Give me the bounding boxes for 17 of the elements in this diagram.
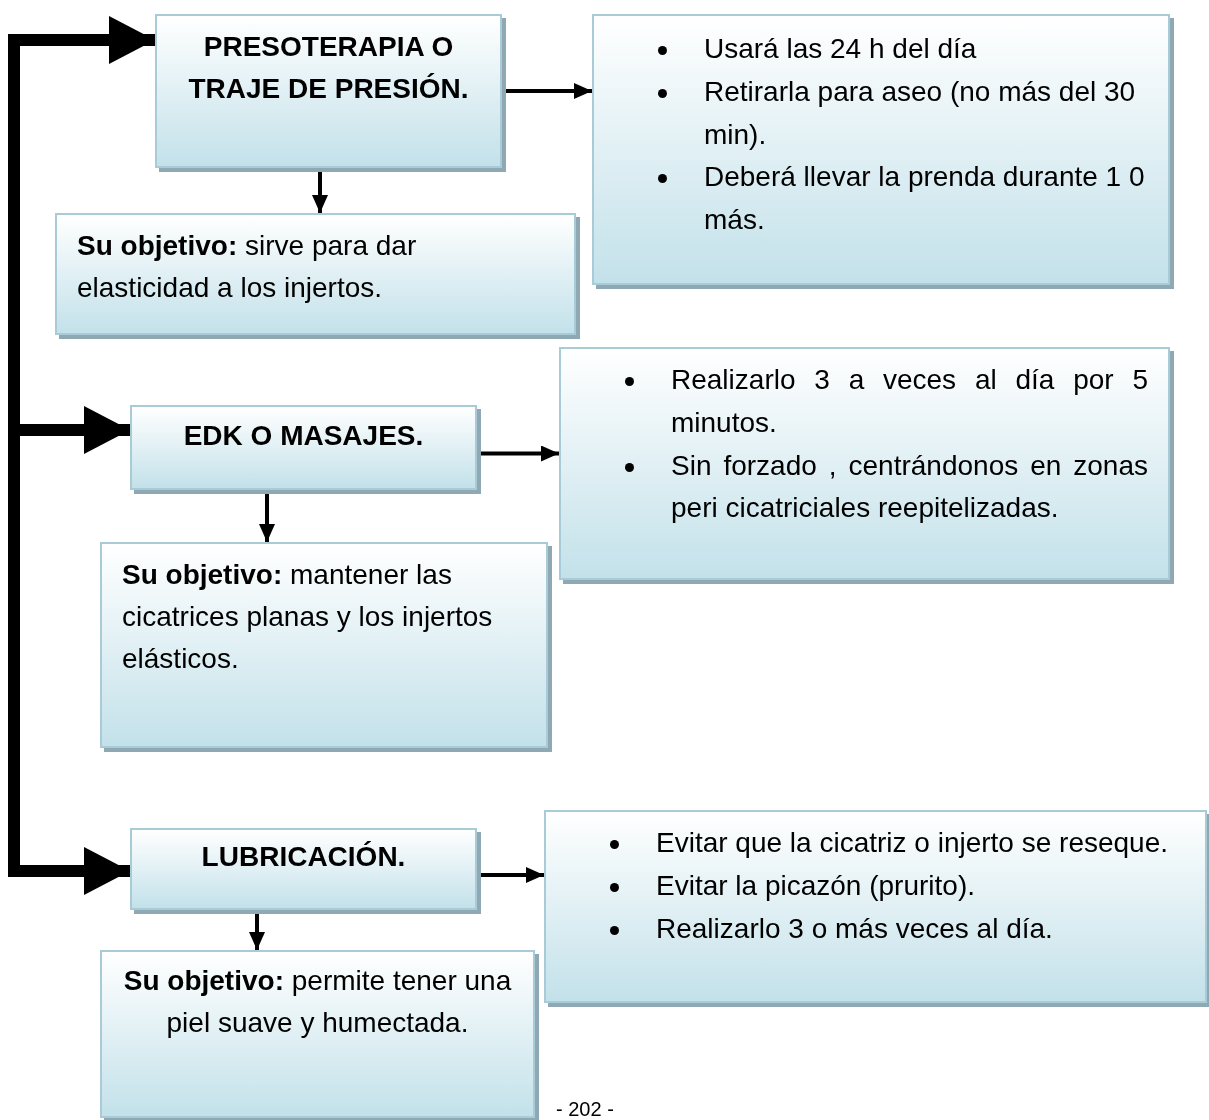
page-number: - 202 - — [556, 1098, 614, 1120]
bullet-text: Evitar que la cicatriz o injerto se reseque. — [656, 826, 1170, 860]
bullet-text: Sin forzado , centrándonos en zonas peri cicatriciales reepitelizadas. — [671, 448, 1148, 526]
heading-text: PRESOTERAPIA O TRAJE DE PRESIÓN. — [187, 30, 470, 106]
thick-arrow — [8, 434, 130, 895]
bullet-text: Retirarla para aseo (no más del 30 min). — [704, 74, 1137, 152]
bullet-text: Realizarlo 3 o más veces al día. — [656, 911, 1054, 946]
heading-text: LUBRICACIÓN. — [200, 840, 407, 874]
thick-arrow — [8, 16, 155, 434]
bullet-text: Deberá llevar la prenda durante 1 0 más. — [704, 160, 1146, 238]
bullet-text: Realizarlo 3 a veces al día por 5 minutos. — [671, 363, 1148, 440]
heading-text: EDK O MASAJES. — [182, 419, 425, 453]
bullet-text: Evitar la picazón (prurito). — [656, 868, 976, 903]
objective-text: Su objetivo: sirve para dar elasticidad a los injertos. — [77, 229, 418, 305]
objective-text: Su objetivo: mantener las cicatrices planas y los injertos elásticos. — [122, 558, 494, 676]
bullet-text: Usará las 24 h del día — [704, 32, 978, 66]
objective-text: Su objetivo: permite tener una piel suave y humectada. — [122, 964, 513, 1040]
